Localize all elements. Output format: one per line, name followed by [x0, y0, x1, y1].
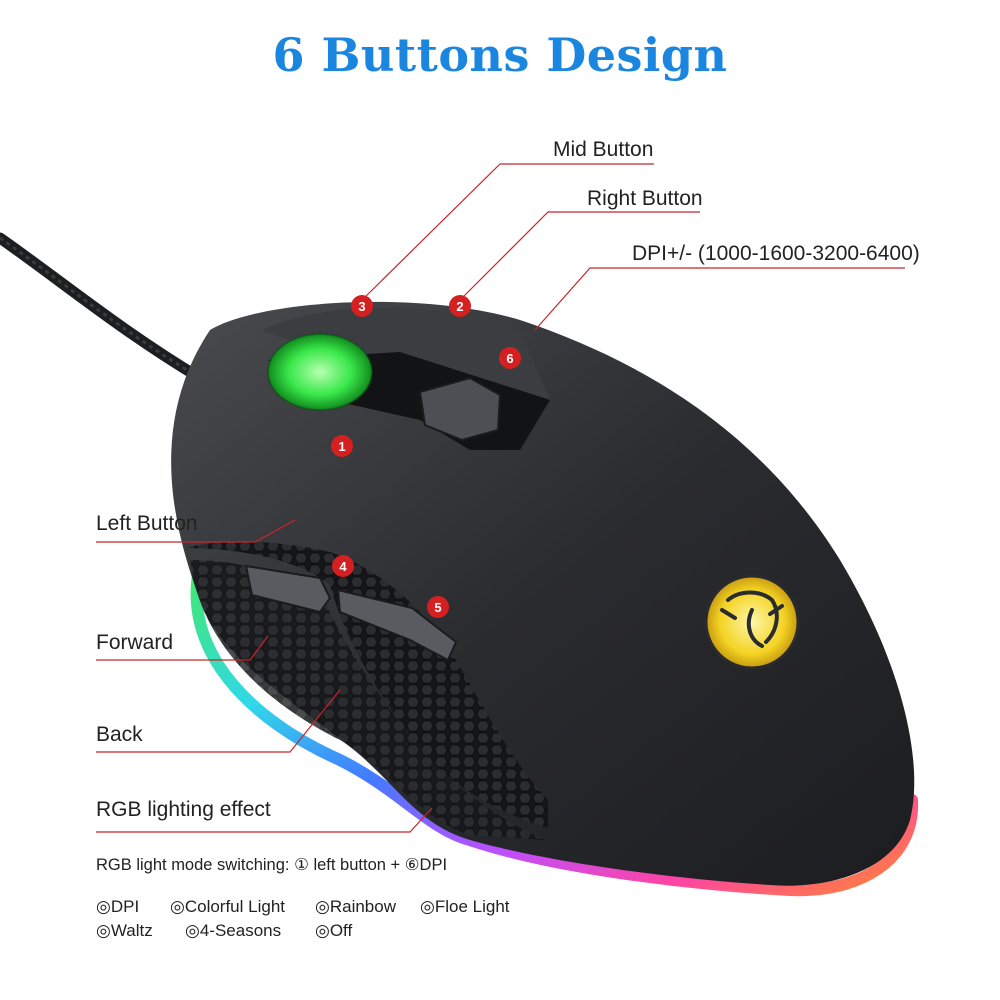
marker-2: 2 [449, 295, 471, 317]
mode-rainbow: ◎Rainbow [315, 897, 396, 916]
marker-3: 3 [351, 295, 373, 317]
marker-5: 5 [427, 596, 449, 618]
svg-text:1: 1 [338, 439, 345, 454]
right-button-label: Right Button [587, 187, 703, 210]
marker-6: 6 [499, 347, 521, 369]
dpi-button[interactable] [418, 376, 502, 442]
cable-braid [0, 236, 201, 380]
page-title: 6 Buttons Design [272, 28, 728, 82]
marker-1: 1 [331, 435, 353, 457]
top-shell [262, 307, 550, 400]
mode-waltz: ◎Waltz [96, 921, 153, 940]
forward-label: Forward [96, 631, 174, 654]
svg-text:4: 4 [339, 559, 347, 574]
left-button-label: Left Button [96, 512, 198, 535]
leader-lines [96, 163, 905, 833]
mode-dpi: ◎DPI [96, 897, 140, 916]
rgb-mode-switch-note: RGB light mode switching: ① left button … [96, 856, 448, 874]
back-label: Back [96, 723, 143, 746]
mid-button-label: Mid Button [553, 138, 654, 161]
cable [0, 232, 206, 384]
svg-text:2: 2 [456, 299, 463, 314]
rgb-lighting-label: RGB lighting effect [96, 798, 271, 821]
back-button[interactable] [336, 588, 458, 662]
forward-button[interactable] [244, 564, 332, 614]
scroll-wheel[interactable] [268, 334, 372, 410]
rgb-light-strip [190, 559, 919, 897]
mode-4-seasons: ◎4-Seasons [185, 921, 282, 940]
svg-text:3: 3 [358, 299, 365, 314]
hex-side-grip [185, 541, 548, 828]
mode-colorful-light: ◎Colorful Light [170, 897, 285, 916]
mode-off: ◎Off [315, 921, 353, 940]
scorpion-icon [720, 590, 784, 648]
svg-text:6: 6 [506, 351, 513, 366]
mode-floe-light: ◎Floe Light [420, 897, 510, 916]
marker-4: 4 [332, 555, 354, 577]
dpi-label: DPI+/- (1000-1600-3200-6400) [632, 242, 920, 265]
svg-text:5: 5 [434, 600, 441, 615]
hex-lower-grip [190, 560, 545, 840]
